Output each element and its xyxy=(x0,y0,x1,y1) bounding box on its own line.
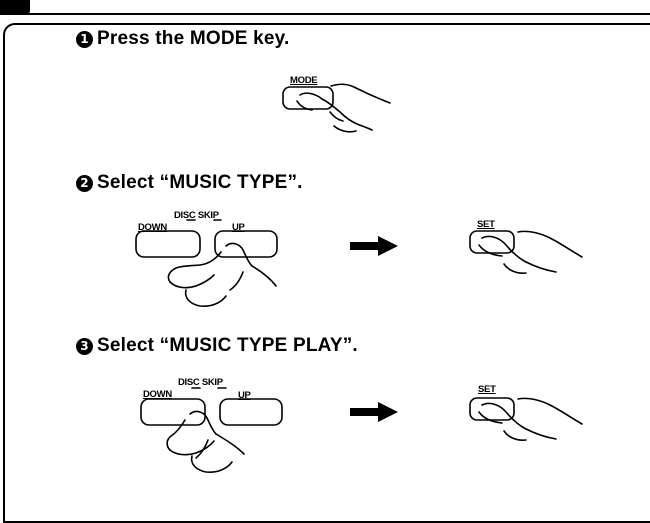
up-key-1 xyxy=(214,230,278,258)
disc-skip-label-2: DISC SKIP xyxy=(178,377,223,388)
mode-key xyxy=(282,86,334,110)
disc-skip-label-1: DISC SKIP xyxy=(174,210,219,221)
section-tab xyxy=(0,0,30,14)
up-key-2 xyxy=(219,398,283,426)
step-3-text: Select “MUSIC TYPE PLAY”. xyxy=(97,335,358,356)
down-key-label-2: DOWN xyxy=(143,389,172,400)
down-key-label-1: DOWN xyxy=(138,222,167,233)
mode-key-label: MODE xyxy=(290,75,318,86)
step-3: 3 Select “MUSIC TYPE PLAY”. xyxy=(76,335,358,357)
pointing-hand-icon xyxy=(166,410,245,473)
up-key-label-1: UP xyxy=(232,222,245,233)
step-3-number: 3 xyxy=(76,337,93,355)
pointing-hand-icon xyxy=(167,242,277,307)
pointing-hand-icon xyxy=(478,230,583,274)
set-key-2 xyxy=(469,397,515,421)
up-key-label-2: UP xyxy=(238,390,251,401)
pointing-hand-icon xyxy=(478,397,583,441)
set-key-label-1: SET xyxy=(477,219,495,230)
top-rule xyxy=(0,13,650,15)
down-key-1 xyxy=(135,230,201,258)
key-illustrations xyxy=(135,83,583,473)
set-key-label-2: SET xyxy=(478,384,496,395)
step-1-text: Press the MODE key. xyxy=(97,28,290,49)
pointing-hand-icon xyxy=(296,83,391,133)
step-2: 2 Select “MUSIC TYPE”. xyxy=(76,172,303,194)
step-2-number: 2 xyxy=(76,174,93,192)
right-arrow-icon xyxy=(350,402,398,422)
down-key-2 xyxy=(140,398,206,426)
step-1: 1 Press the MODE key. xyxy=(76,28,289,50)
right-arrow-icon xyxy=(350,236,398,256)
set-key-1 xyxy=(469,230,515,254)
step-1-number: 1 xyxy=(76,30,93,48)
step-2-text: Select “MUSIC TYPE”. xyxy=(97,172,303,193)
